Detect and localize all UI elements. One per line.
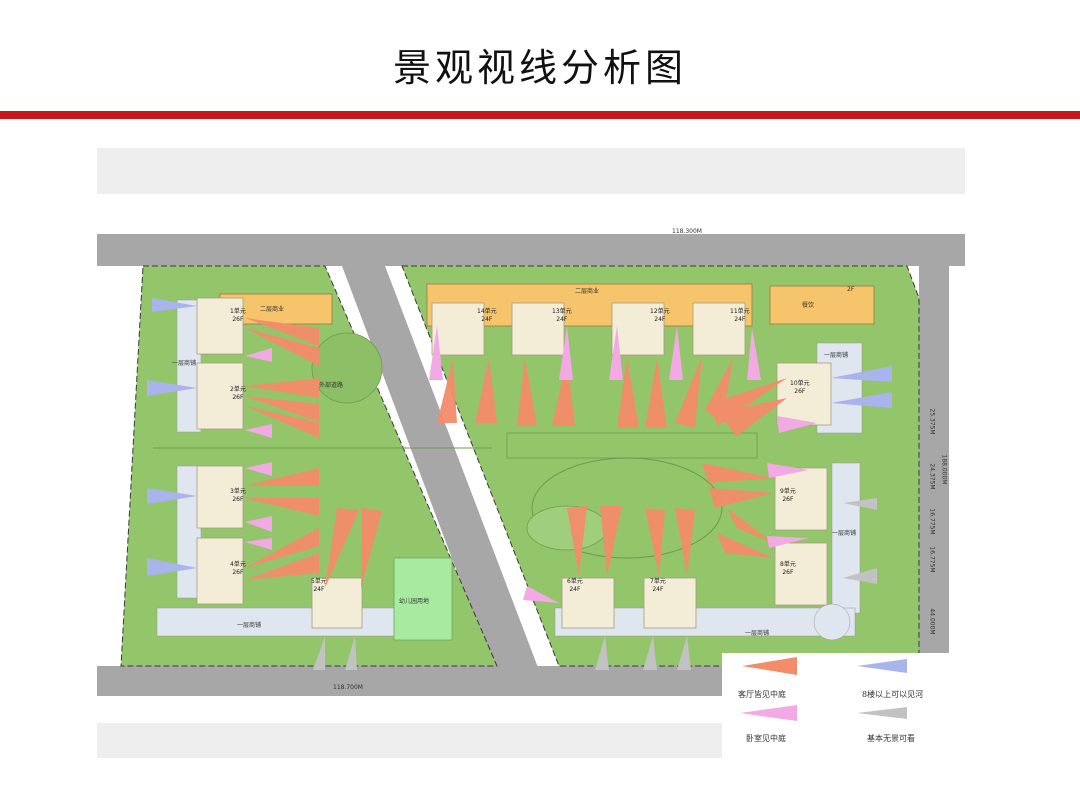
unit-10-name: 10单元 (790, 380, 810, 387)
legend-living-room-label: 客厅皆见中庭 (738, 690, 786, 699)
unit-5-floors: 24F (313, 586, 325, 593)
no-view-cones (313, 498, 877, 670)
kindergarten-plot (393, 557, 453, 641)
shops-west-2-label: 一层商铺 (237, 622, 262, 629)
unit-7-name: 7单元 (650, 578, 666, 585)
top-blank-strip (97, 148, 965, 194)
view-cones (147, 298, 892, 670)
restaurant (769, 285, 875, 325)
courtyard-path (506, 432, 758, 459)
legend-living-room-swatch (742, 657, 797, 675)
shops-east-2 (831, 462, 861, 614)
unit-3-floors: 26F (232, 496, 244, 503)
bedroom-view-cones (245, 326, 817, 603)
unit-13-floors: 24F (556, 316, 568, 323)
unit-11-floors: 24F (734, 316, 746, 323)
legend-swatches (740, 657, 907, 721)
restaurant-label: 餐饮 (802, 302, 815, 309)
unit-8-name: 8单元 (780, 561, 796, 568)
commercial-north-label: 二层商业 (575, 288, 600, 295)
unit-4-name: 4单元 (230, 561, 246, 568)
legend-river-view-label: 8楼以上可以见河 (862, 690, 924, 699)
shops-east-1-label: 一层商铺 (824, 352, 849, 359)
legend-bedroom-swatch (740, 705, 797, 721)
title-divider-bar (0, 111, 1080, 119)
corner-pavilion (813, 603, 851, 641)
west-verge (97, 266, 119, 666)
river-view-cones (147, 298, 892, 576)
shops-east-3-label: 一层商铺 (745, 630, 770, 637)
legend-no-view-label: 基本无景可看 (867, 734, 915, 743)
unit-9-floors: 26F (782, 496, 794, 503)
shops-east-2-label: 一层商铺 (832, 530, 857, 537)
living-room-view-cones (245, 318, 787, 588)
unit-3-name: 3单元 (230, 488, 246, 495)
plaza-label: 外部道路 (319, 382, 344, 389)
legend-bedroom-label: 卧室见中庭 (746, 734, 786, 743)
unit-6-name: 6单元 (567, 578, 583, 585)
unit-9-name: 9单元 (780, 488, 796, 495)
legend-river-view-swatch (857, 659, 907, 673)
shops-south-west (156, 607, 418, 637)
west-garden (311, 332, 383, 404)
unit-8-floors: 26F (782, 569, 794, 576)
east-road (919, 234, 949, 694)
unit-2-floors: 26F (232, 394, 244, 401)
unit-4-floors: 26F (232, 569, 244, 576)
north-road (97, 234, 965, 266)
dimension-bottom-west: 118.700M (333, 684, 363, 691)
unit-1-floors: 26F (232, 316, 244, 323)
dimension-top-total: 118.300M (672, 228, 702, 235)
unit-2-name: 2单元 (230, 386, 246, 393)
unit-5-name: 5单元 (311, 578, 327, 585)
unit-1-name: 1单元 (230, 308, 246, 315)
unit-12-floors: 24F (654, 316, 666, 323)
commercial-west-label: 二层商业 (260, 306, 285, 313)
restaurant-floors: 2F (847, 286, 855, 293)
unit-6-floors: 24F (569, 586, 581, 593)
shops-west-1-label: 一层商铺 (172, 360, 197, 367)
legend-no-view-swatch (857, 707, 907, 719)
diagonal-road (339, 258, 542, 678)
unit-10-floors: 26F (794, 388, 806, 395)
residential-buildings (196, 297, 832, 629)
view-legend: 客厅皆见中庭 8楼以上可以见河 卧室见中庭 基本无景可看 (722, 653, 965, 758)
page-title: 景观视线分析图 (392, 46, 687, 90)
unit-12-name: 12单元 (650, 308, 670, 315)
unit-14-floors: 24F (481, 316, 493, 323)
unit-13-name: 13单元 (552, 308, 572, 315)
unit-11-name: 11单元 (730, 308, 750, 315)
unit-14-name: 14单元 (477, 308, 497, 315)
unit-7-floors: 24F (652, 586, 664, 593)
kindergarten-label: 幼儿园用地 (399, 598, 430, 605)
